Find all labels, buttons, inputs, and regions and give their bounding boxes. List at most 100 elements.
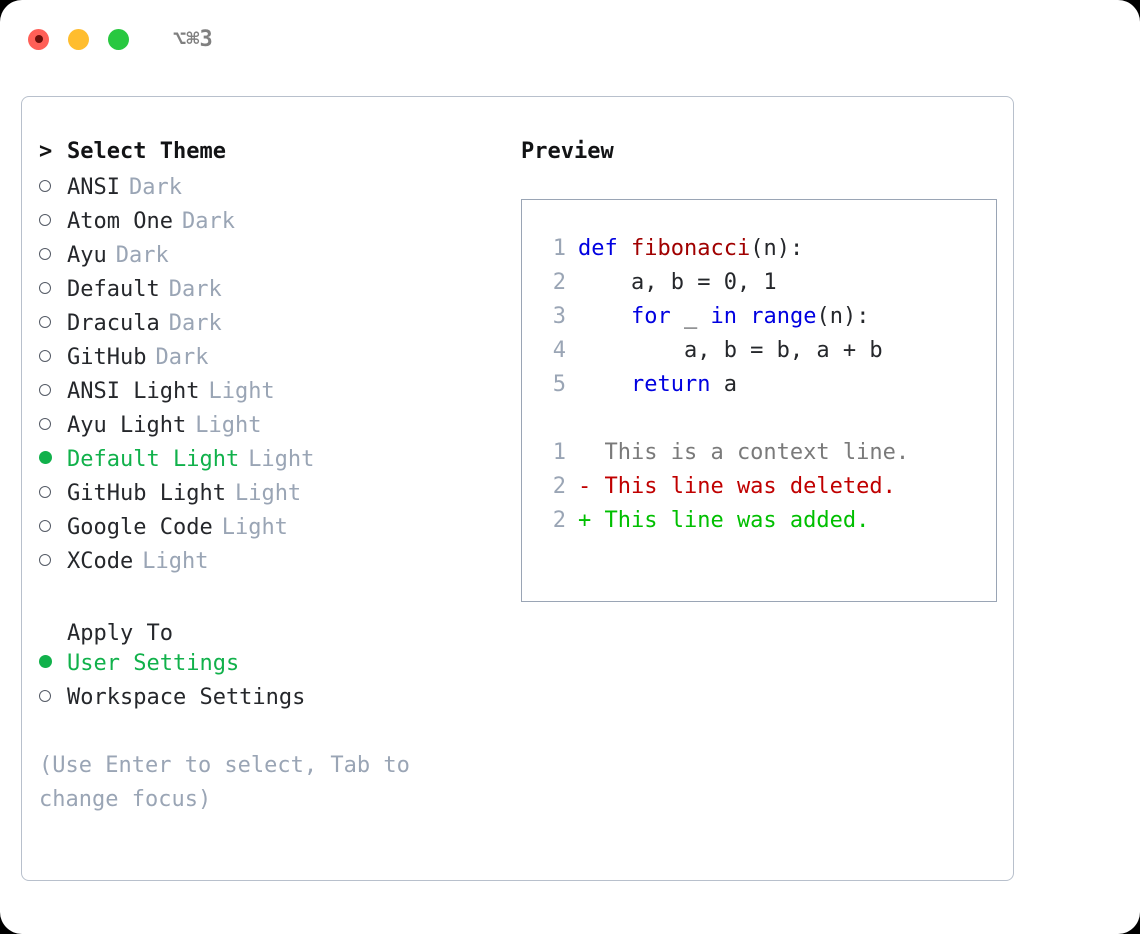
theme-variant-badge: Light — [234, 481, 302, 506]
line-number: 2 — [552, 508, 566, 533]
radio-ring — [39, 282, 51, 294]
radio-unselected-icon — [39, 177, 67, 199]
code-text: a, b = b, a + b — [578, 338, 883, 363]
theme-variant-badge: Dark — [181, 209, 235, 234]
diff-text: + This line was added. — [578, 508, 870, 533]
code-token: (n): — [750, 236, 804, 261]
line-number: 1 — [552, 440, 566, 465]
radio-dot — [39, 655, 52, 668]
theme-variant-badge: Light — [248, 447, 315, 472]
theme-variant-badge: Light — [142, 549, 209, 574]
radio-ring — [39, 554, 51, 566]
code-token: (n): — [816, 304, 870, 329]
apply-to-label: User Settings — [67, 651, 240, 676]
theme-option[interactable]: Default Light Light — [39, 447, 499, 481]
code-text: for _ in range(n): — [578, 304, 869, 329]
radio-ring — [39, 316, 51, 328]
line-number: 2 — [552, 474, 566, 499]
radio-ring — [39, 248, 51, 260]
minimize-button[interactable] — [68, 28, 89, 50]
code-line: 1 def fibonacci(n): — [540, 236, 996, 270]
radio-ring — [39, 520, 51, 532]
radio-ring — [39, 418, 51, 430]
theme-option[interactable]: Atom One Dark — [39, 209, 499, 243]
apply-to-heading: Apply To — [67, 621, 173, 646]
radio-unselected-icon — [39, 211, 67, 233]
code-text: a, b = 0, 1 — [578, 270, 777, 295]
apply-to-label: Workspace Settings — [67, 685, 306, 710]
code-token: a — [710, 372, 737, 397]
radio-ring — [39, 350, 51, 362]
radio-dot — [39, 451, 52, 464]
maximize-button[interactable] — [108, 28, 129, 50]
theme-option-label: Default Light — [67, 447, 240, 472]
theme-variant-badge: Dark — [168, 311, 222, 336]
code-token: in — [710, 304, 737, 329]
theme-option-label: Dracula — [67, 311, 160, 336]
theme-variant-badge: Dark — [128, 175, 182, 200]
code-token — [737, 304, 750, 329]
code-token: def — [578, 236, 618, 261]
radio-selected-icon — [39, 449, 67, 471]
radio-unselected-icon — [39, 551, 67, 573]
radio-unselected-icon — [39, 381, 67, 403]
diff-sample: 1 This is a context line.2- This line wa… — [540, 440, 996, 542]
radio-unselected-icon — [39, 279, 67, 301]
theme-option-label: GitHub Light — [67, 481, 226, 506]
theme-variant-badge: Light — [208, 379, 275, 404]
code-token — [578, 304, 631, 329]
apply-to-option[interactable]: User Settings — [39, 651, 499, 685]
section-spacer — [39, 583, 499, 617]
code-token: for — [630, 304, 671, 329]
code-line: 2 a, b = 0, 1 — [540, 270, 996, 304]
diff-line: 2 + This line was added. — [540, 508, 996, 542]
line-number: 3 — [552, 304, 566, 329]
radio-selected-icon — [39, 653, 67, 675]
theme-option-label: GitHub — [67, 345, 147, 370]
line-number: 4 — [552, 338, 566, 363]
diff-line: 1 This is a context line. — [540, 440, 996, 474]
radio-unselected-icon — [39, 347, 67, 369]
page-title: Select Theme — [67, 139, 226, 164]
radio-unselected-icon — [39, 313, 67, 335]
theme-option-label: ANSI Light — [67, 379, 200, 404]
line-number: 5 — [552, 372, 566, 397]
theme-option[interactable]: Dracula Dark — [39, 311, 499, 345]
code-text: return a — [578, 372, 737, 397]
diff-text: This is a context line. — [578, 440, 910, 465]
radio-ring — [39, 690, 51, 702]
code-token: return — [630, 372, 711, 397]
line-number: 1 — [552, 236, 566, 261]
theme-picker-header: > Select Theme — [39, 139, 499, 175]
diff-spacer — [540, 406, 996, 440]
theme-option[interactable]: ANSI Light Light — [39, 379, 499, 413]
radio-ring — [39, 486, 51, 498]
diff-line: 2- This line was deleted. — [540, 474, 996, 508]
close-button[interactable] — [28, 28, 49, 50]
traffic-lights — [28, 28, 129, 50]
radio-unselected-icon — [39, 483, 67, 505]
preview-title: Preview — [521, 139, 614, 164]
code-token: a, b = b, a + b — [578, 338, 883, 363]
theme-option-label: Google Code — [67, 515, 213, 540]
radio-ring — [39, 384, 51, 396]
code-token: fibonacci — [631, 236, 751, 261]
code-token — [618, 236, 631, 261]
theme-option-label: Ayu Light — [67, 413, 187, 438]
theme-option[interactable]: GitHub Light Light — [39, 481, 499, 515]
apply-to-option[interactable]: Workspace Settings — [39, 685, 499, 719]
theme-option-label: Atom One — [67, 209, 173, 234]
